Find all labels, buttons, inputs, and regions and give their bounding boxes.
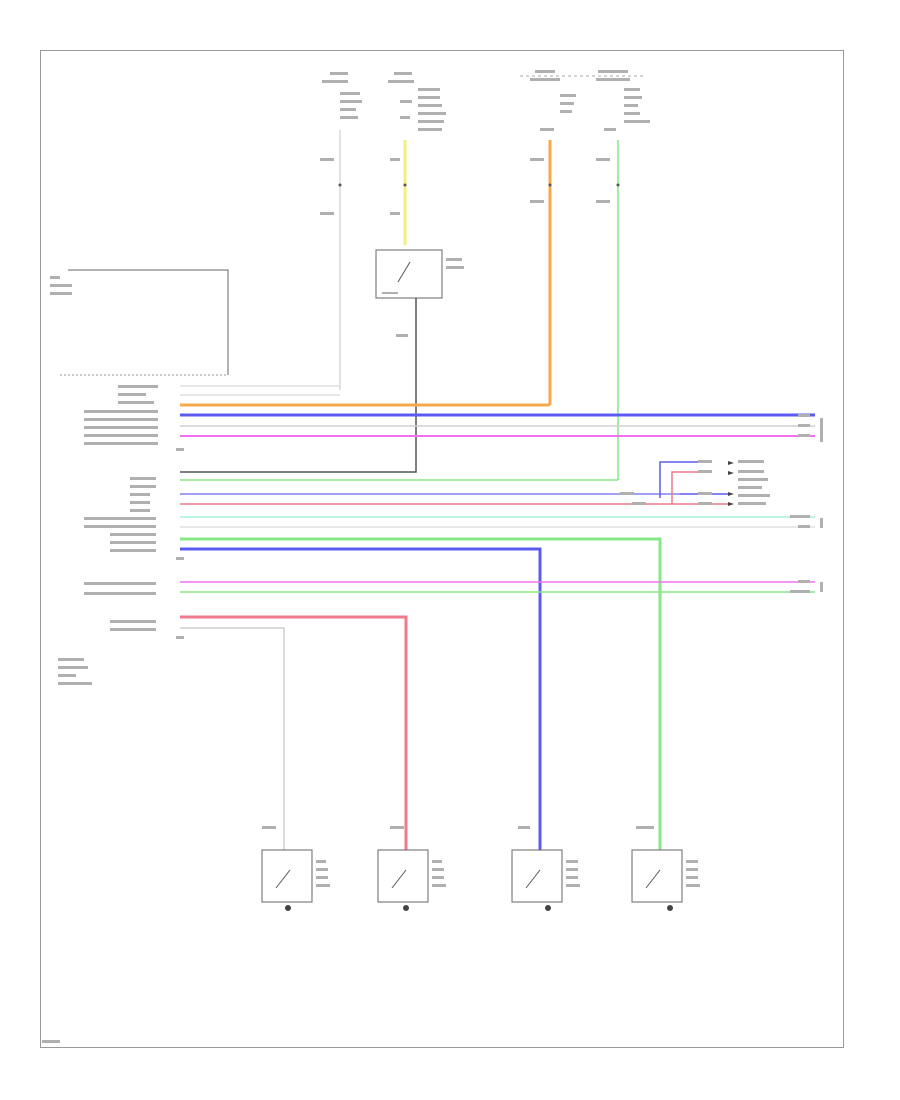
fuse-block-3: [530, 70, 576, 131]
bcm-pin-labels-2: [84, 477, 184, 560]
wire-dark-keyswitch: [180, 298, 417, 473]
fuse-block-4: [596, 70, 650, 131]
door-switch-4: [631, 826, 700, 911]
bcm-pin-labels-3: [84, 582, 184, 639]
door-switch-3: [511, 826, 580, 911]
footer-id-mark: [42, 1040, 60, 1043]
door-switch-1: [261, 826, 330, 911]
right-pin-labels: [790, 414, 823, 593]
door-switch-2: [377, 826, 446, 911]
wire-blue-switch3: [180, 547, 542, 850]
diagram-frame: [40, 50, 844, 1048]
wire-green-switch4: [180, 537, 662, 850]
fuse-block-1: [322, 72, 362, 119]
bcm-pin-labels-1: [84, 385, 184, 451]
bcm-reference: [50, 269, 229, 376]
key-switch: [375, 249, 464, 299]
module-label: [58, 658, 92, 685]
wire-tags-top: [320, 158, 610, 337]
wire-gray-switch1: [180, 627, 285, 850]
right-junction: [620, 460, 770, 506]
fuse-block-2: [388, 72, 446, 131]
wire-red-switch2: [180, 615, 408, 850]
